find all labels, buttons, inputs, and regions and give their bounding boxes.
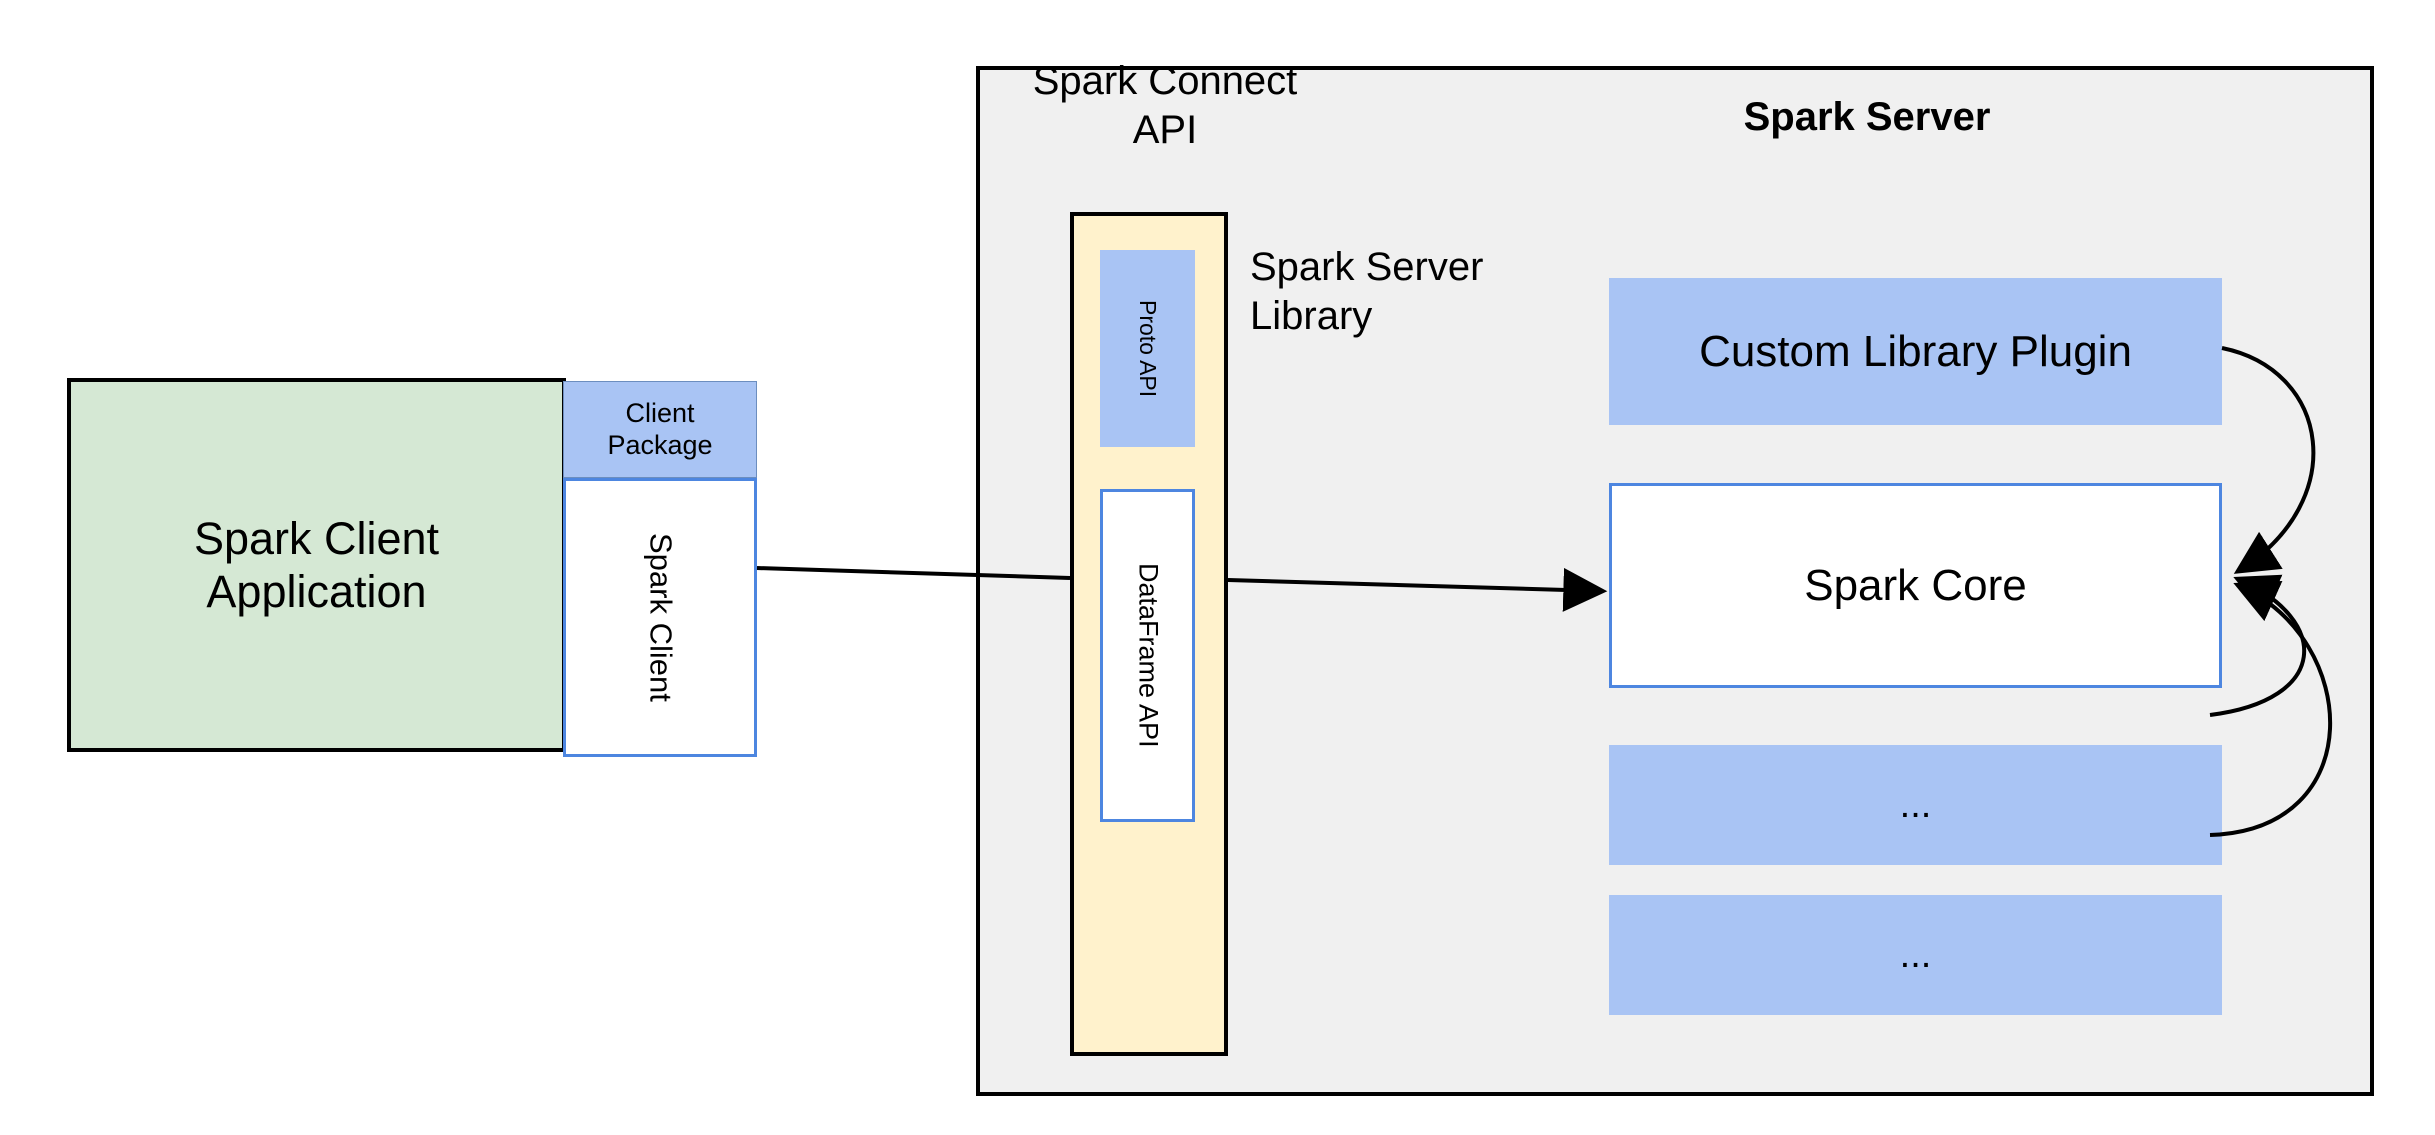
spark-client-application-label-line1: Spark Client [193,512,440,564]
custom-library-plugin-label: Custom Library Plugin [1699,326,2132,376]
dataframe-api-label: DataFrame API [1133,563,1164,748]
spark-connect-api-label-line2: API [1132,107,1198,152]
spark-server-library-label-line1: Spark Server [1250,245,1484,289]
client-package-box[interactable]: Client Package [563,381,757,478]
ellipsis-box-1[interactable]: ... [1609,745,2222,865]
client-package-label-line1: Client [625,397,695,428]
dataframe-api-box[interactable]: DataFrame API [1100,489,1195,822]
spark-server-library-label-line2: Library [1250,293,1373,338]
spark-client-application-label-line2: Application [206,566,427,617]
spark-client-application-label: Spark Client Application [194,512,439,618]
spark-connect-api-label: Spark Connect API [1005,57,1325,155]
spark-server-library-label: Spark Server Library [1250,243,1580,341]
client-package-label: Client Package [607,398,712,462]
client-package-label-line2: Package [607,429,713,460]
spark-client-label: Spark Client [643,533,679,702]
spark-core-label: Spark Core [1804,560,2027,610]
spark-server-title: Spark Server [1743,95,1991,139]
proto-api-box[interactable]: Proto API [1100,250,1195,447]
custom-library-plugin-box[interactable]: Custom Library Plugin [1609,278,2222,425]
ellipsis-box-2-label: ... [1899,933,1932,976]
ellipsis-box-1-label: ... [1899,783,1932,826]
spark-core-box[interactable]: Spark Core [1609,483,2222,688]
spark-client-box[interactable]: Spark Client [563,478,757,757]
ellipsis-box-2[interactable]: ... [1609,895,2222,1015]
proto-api-label: Proto API [1135,299,1162,398]
spark-connect-api-label-line1: Spark Connect [1032,59,1298,103]
spark-client-application-box[interactable]: Spark Client Application [67,378,566,752]
